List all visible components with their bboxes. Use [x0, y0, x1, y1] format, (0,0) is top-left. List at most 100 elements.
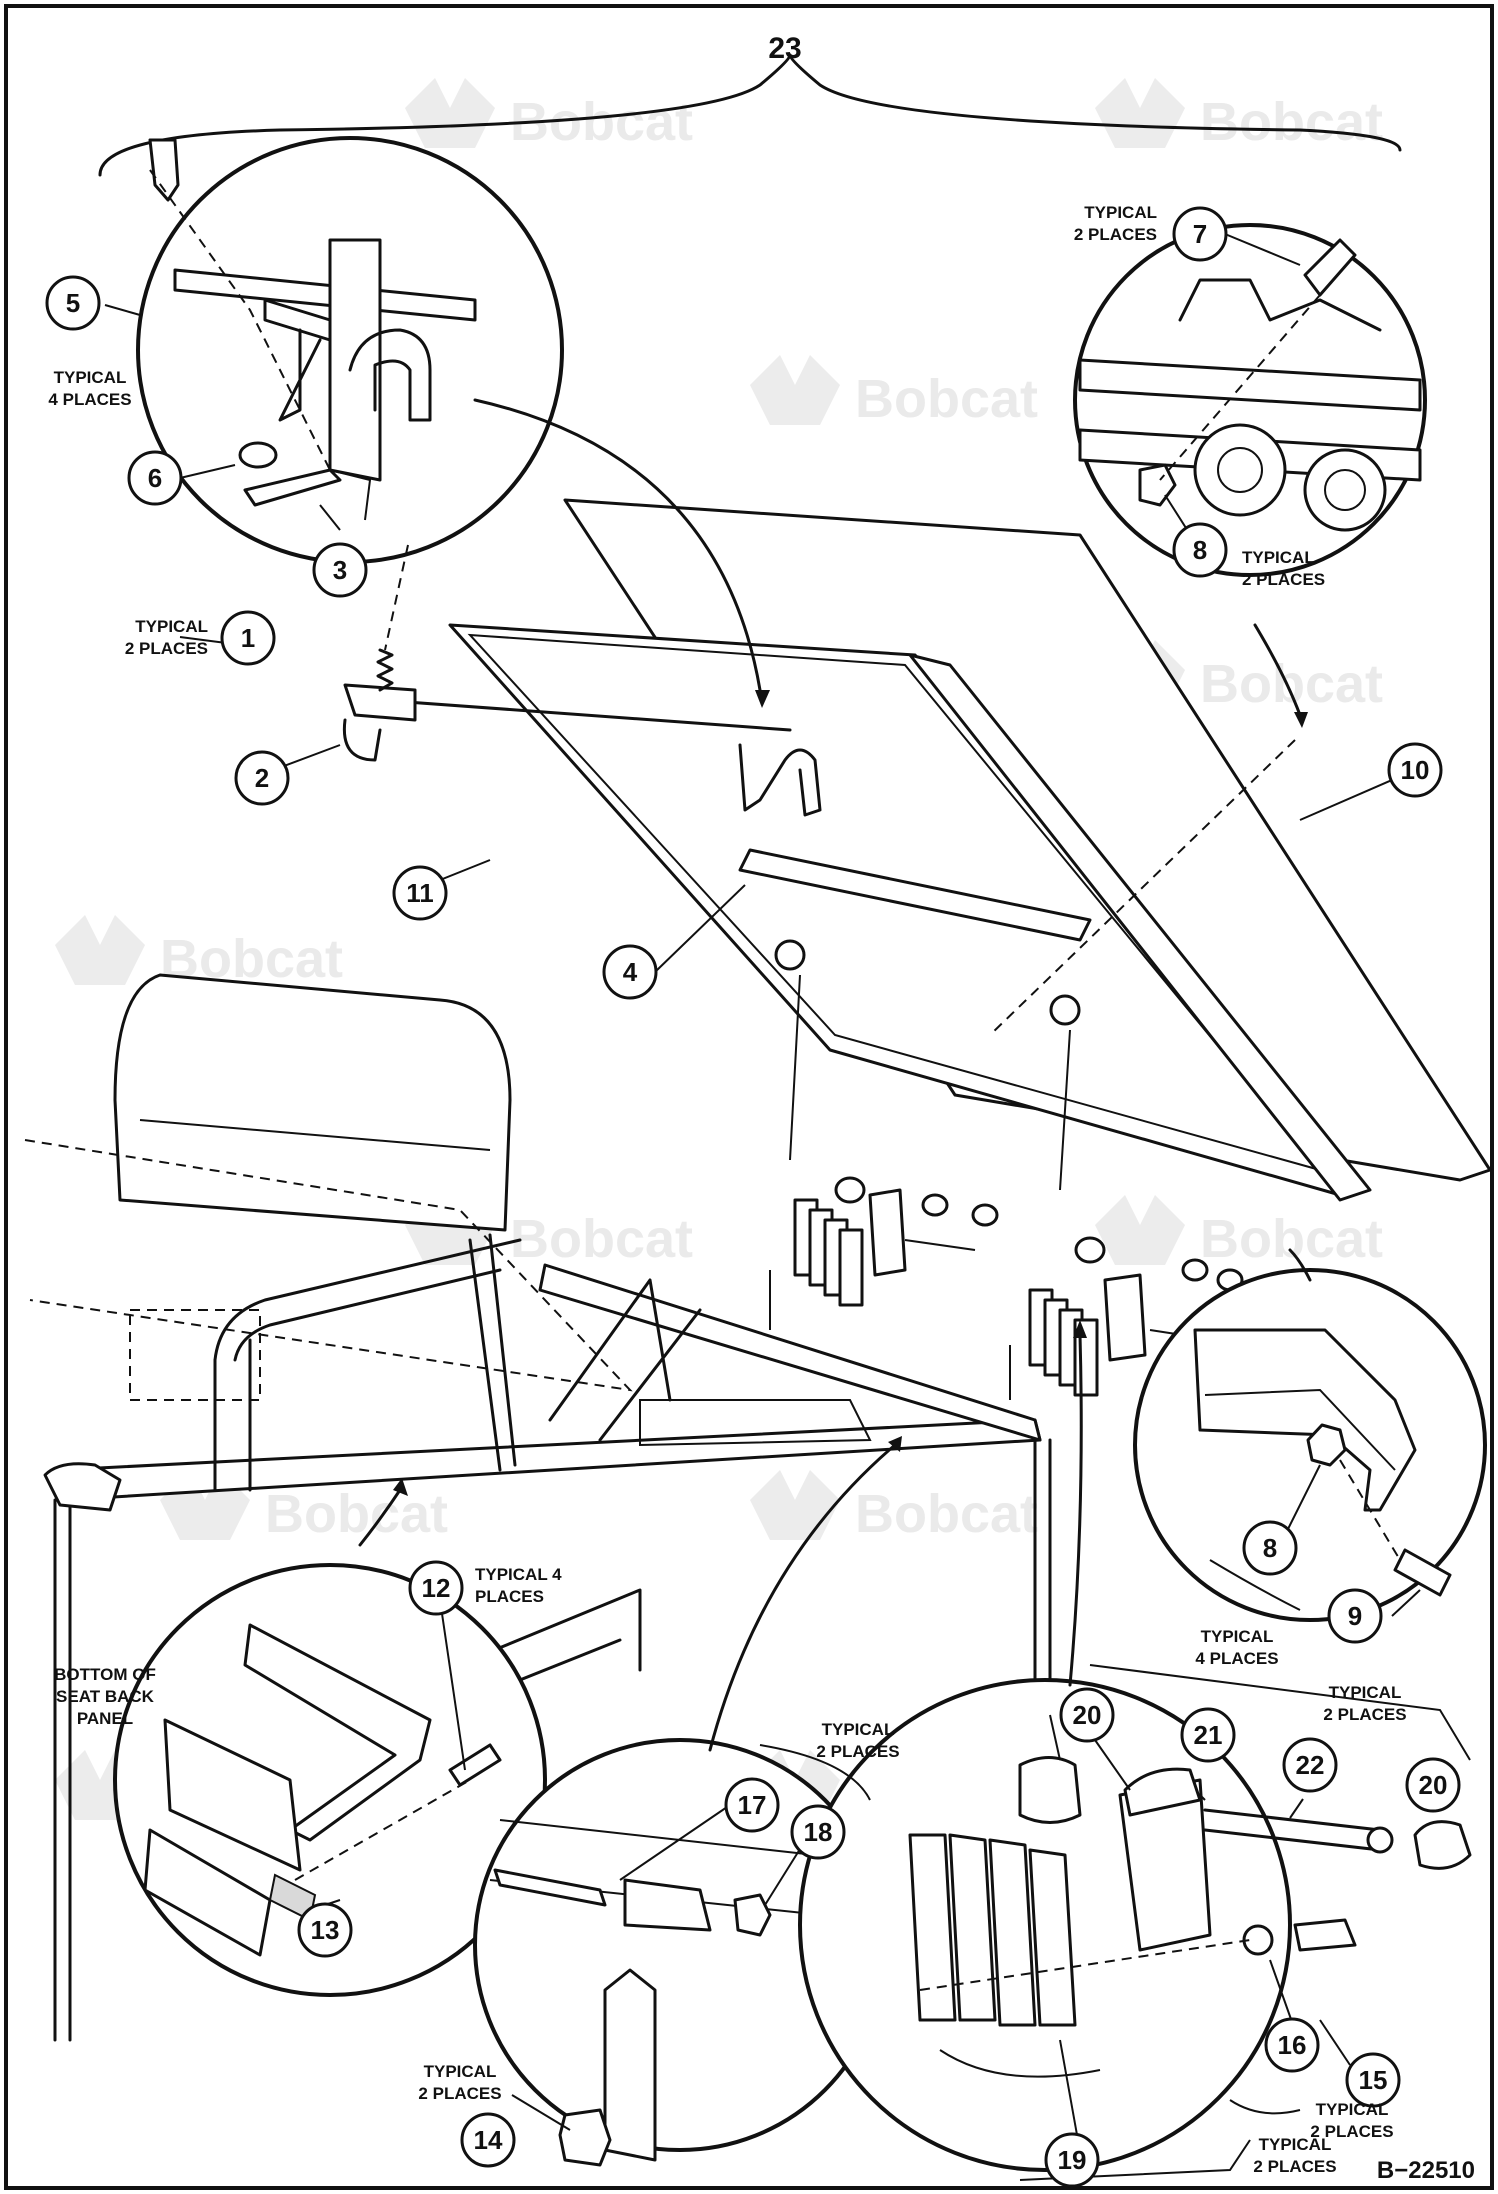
svg-text:2 PLACES: 2 PLACES: [125, 639, 208, 658]
svg-text:TYPICAL: TYPICAL: [1242, 548, 1315, 567]
callout-15: 15: [1345, 2052, 1401, 2108]
svg-text:2 PLACES: 2 PLACES: [418, 2084, 501, 2103]
svg-text:4 PLACES: 4 PLACES: [48, 390, 131, 409]
detail-hinge-assembly: [798, 1678, 1472, 2172]
callout-2: 2: [234, 750, 290, 806]
svg-text:6: 6: [148, 463, 162, 493]
note-typical-2-places-8: TYPICAL 2 PLACES: [1242, 548, 1325, 589]
svg-text:1: 1: [241, 623, 255, 653]
note-typical-2-places-19: TYPICAL 2 PLACES: [1253, 2135, 1336, 2176]
callout-1: 1: [220, 610, 276, 666]
svg-text:Bobcat: Bobcat: [1200, 654, 1383, 714]
callout-18: 18: [790, 1804, 846, 1860]
callout-17: 17: [724, 1777, 780, 1833]
note-typical-2-places-21: TYPICAL 2 PLACES: [1323, 1683, 1406, 1724]
note-bottom-of-seat-back-panel: BOTTOM OF SEAT BACK PANEL: [54, 1665, 156, 1728]
svg-text:2 PLACES: 2 PLACES: [1074, 225, 1157, 244]
watermark: Bobcat: [750, 1470, 1038, 1544]
svg-text:TYPICAL: TYPICAL: [424, 2062, 497, 2081]
callout-3: 3: [312, 542, 368, 598]
callout-7: 7: [1172, 206, 1228, 262]
svg-text:2 PLACES: 2 PLACES: [1323, 1705, 1406, 1724]
callout-6: 6: [127, 450, 183, 506]
callout-13: 13: [297, 1902, 353, 1958]
svg-text:22: 22: [1296, 1750, 1325, 1780]
svg-text:2 PLACES: 2 PLACES: [816, 1742, 899, 1761]
svg-text:TYPICAL: TYPICAL: [822, 1720, 895, 1739]
svg-text:PLACES: PLACES: [475, 1587, 544, 1606]
svg-text:17: 17: [738, 1790, 767, 1820]
svg-text:TYPICAL: TYPICAL: [1316, 2100, 1389, 2119]
note-typical-2-places-1: TYPICAL 2 PLACES: [125, 617, 208, 658]
watermark: Bobcat: [1095, 78, 1383, 152]
note-typical-4-places-8-9: TYPICAL 4 PLACES: [1195, 1627, 1278, 1668]
note-typical-2-places-14: TYPICAL 2 PLACES: [418, 2062, 501, 2103]
callout-19: 19: [1044, 2132, 1100, 2188]
callout-9: 9: [1327, 1588, 1383, 1644]
svg-text:3: 3: [333, 555, 347, 585]
svg-text:Bobcat: Bobcat: [855, 1484, 1038, 1544]
svg-text:10: 10: [1401, 755, 1430, 785]
note-typical-4-places-5: TYPICAL 4 PLACES: [48, 368, 131, 409]
detail-frame-bolt: [1133, 1268, 1487, 1622]
svg-text:21: 21: [1194, 1720, 1223, 1750]
svg-text:TYPICAL: TYPICAL: [1259, 2135, 1332, 2154]
svg-text:8: 8: [1193, 535, 1207, 565]
watermark: Bobcat: [160, 1470, 448, 1544]
svg-text:Bobcat: Bobcat: [510, 1209, 693, 1269]
watermark: Bobcat: [1095, 1195, 1383, 1269]
assembly-brace: [98, 53, 1402, 177]
svg-text:13: 13: [311, 1915, 340, 1945]
page-border: [4, 4, 1494, 2190]
callout-20b: 20: [1405, 1757, 1461, 1813]
main-panel-assembly: [342, 498, 1492, 1202]
svg-text:TYPICAL: TYPICAL: [1329, 1683, 1402, 1702]
watermark: Bobcat: [750, 355, 1038, 429]
svg-text:8: 8: [1263, 1533, 1277, 1563]
detail-pivot-bolt: [473, 1738, 887, 2167]
callout-8b: 8: [1242, 1520, 1298, 1576]
svg-text:TYPICAL: TYPICAL: [135, 617, 208, 636]
watermark: Bobcat: [405, 78, 693, 152]
svg-text:BOTTOM OF: BOTTOM OF: [54, 1665, 156, 1684]
svg-text:14: 14: [474, 2125, 503, 2155]
callout-14: 14: [460, 2112, 516, 2168]
svg-text:9: 9: [1348, 1601, 1362, 1631]
svg-text:19: 19: [1058, 2145, 1087, 2175]
leader-lines: [104, 233, 1421, 2147]
note-typical-2-places-7: TYPICAL 2 PLACES: [1074, 203, 1157, 244]
callout-16: 16: [1264, 2017, 1320, 2073]
svg-text:2 PLACES: 2 PLACES: [1253, 2157, 1336, 2176]
callout-4: 4: [602, 944, 658, 1000]
callout-22: 22: [1282, 1737, 1338, 1793]
leader-arrows: [358, 398, 1312, 1752]
svg-text:18: 18: [804, 1817, 833, 1847]
svg-text:12: 12: [422, 1573, 451, 1603]
seat-and-frame: [24, 973, 1052, 2042]
assembly-number: 23: [768, 32, 801, 65]
hinge-hardware-center: [769, 1176, 1244, 1400]
svg-text:20: 20: [1419, 1770, 1448, 1800]
svg-text:11: 11: [406, 878, 434, 908]
note-typical-2-places-15: TYPICAL 2 PLACES: [1310, 2100, 1393, 2141]
callout-21: 21: [1180, 1707, 1236, 1763]
callout-20: 20: [1059, 1687, 1115, 1743]
svg-text:SEAT BACK: SEAT BACK: [56, 1687, 155, 1706]
svg-text:Bobcat: Bobcat: [265, 1484, 448, 1544]
svg-text:15: 15: [1359, 2065, 1388, 2095]
svg-text:2: 2: [255, 763, 269, 793]
detail-latch-bracket: [136, 136, 564, 564]
svg-text:4 PLACES: 4 PLACES: [1195, 1649, 1278, 1668]
svg-text:2 PLACES: 2 PLACES: [1310, 2122, 1393, 2141]
callout-5: 5: [45, 275, 101, 331]
svg-text:20: 20: [1073, 1700, 1102, 1730]
detail-hinge-bolts: [1073, 223, 1427, 577]
callout-12: 12: [408, 1560, 464, 1616]
svg-text:TYPICAL: TYPICAL: [1084, 203, 1157, 222]
note-typical-4-places-12: TYPICAL 4 PLACES: [475, 1565, 562, 1606]
note-typical-2-places-17: TYPICAL 2 PLACES: [816, 1720, 899, 1761]
svg-text:PANEL: PANEL: [77, 1709, 133, 1728]
callout-8: 8: [1172, 522, 1228, 578]
svg-text:5: 5: [66, 288, 80, 318]
